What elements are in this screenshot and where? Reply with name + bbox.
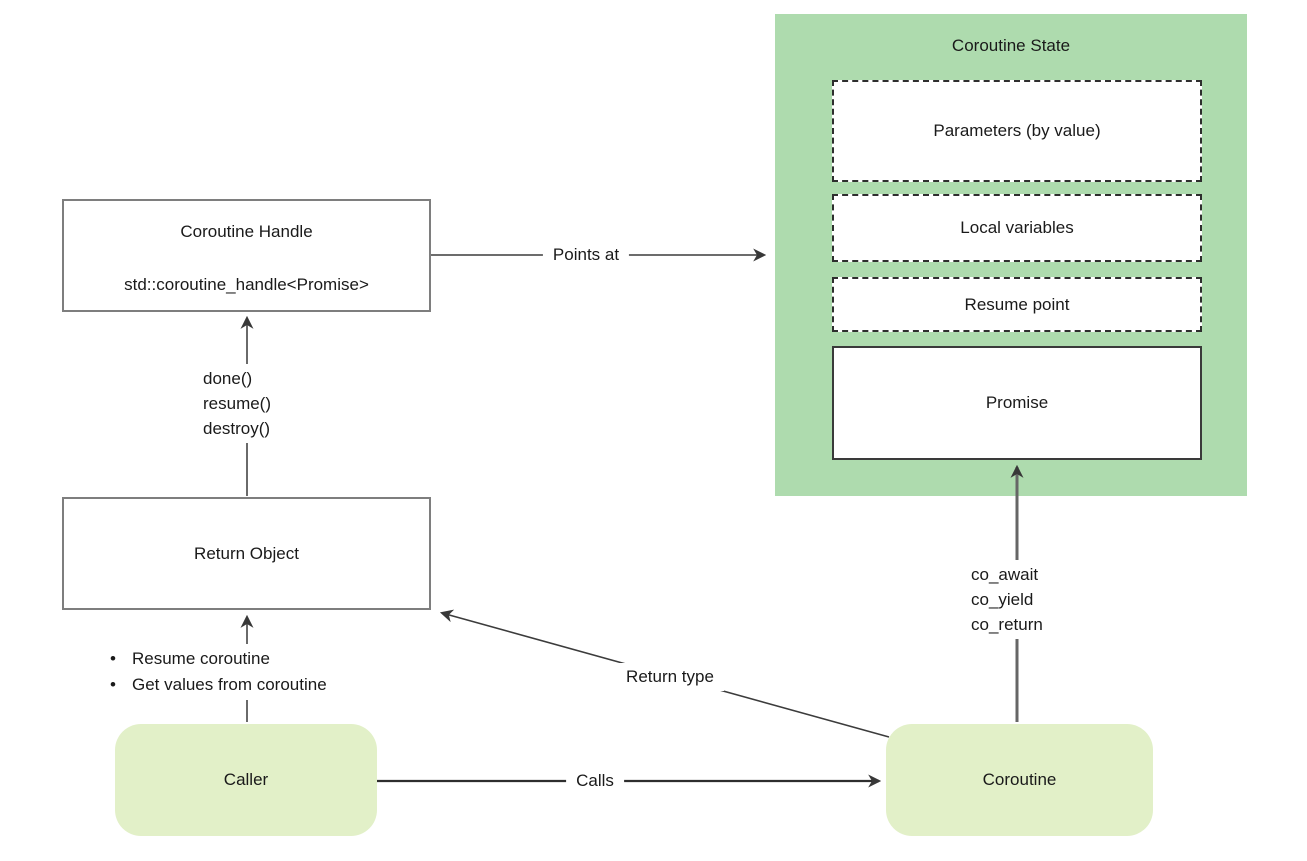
local-variables-label: Local variables xyxy=(960,218,1074,237)
resume-point-box: Resume point xyxy=(832,277,1202,332)
points-at-label: Points at xyxy=(542,241,630,269)
caller-action-get-values: Get values from coroutine xyxy=(132,675,327,694)
handle-methods-label: done() resume() destroy() xyxy=(201,364,280,443)
method-resume: resume() xyxy=(203,394,272,413)
caller-action-item: • Resume coroutine xyxy=(110,646,327,672)
coroutine-state-container: Coroutine State Parameters (by value) Lo… xyxy=(775,14,1247,496)
bullet-icon: • xyxy=(110,675,116,694)
coroutine-label: Coroutine xyxy=(982,770,1057,789)
keyword-co-return: co_return xyxy=(971,615,1043,634)
local-variables-box: Local variables xyxy=(832,194,1202,262)
return-object-label: Return Object xyxy=(194,543,299,563)
resume-point-label: Resume point xyxy=(964,294,1070,314)
promise-label: Promise xyxy=(985,393,1049,412)
parameters-box: Parameters (by value) xyxy=(832,80,1202,182)
coroutine-handle-box: Coroutine Handle std::coroutine_handle<P… xyxy=(62,199,431,312)
caller-action-item: • Get values from coroutine xyxy=(110,672,327,698)
return-type-label: Return type xyxy=(616,663,724,691)
method-done: done() xyxy=(203,369,253,388)
caller-action-resume: Resume coroutine xyxy=(132,649,270,668)
calls-label: Calls xyxy=(566,767,624,795)
keyword-co-yield: co_yield xyxy=(971,590,1034,609)
parameters-label: Parameters (by value) xyxy=(933,121,1101,140)
coroutine-keywords-label: co_await co_yield co_return xyxy=(969,560,1051,639)
coroutine-handle-title: Coroutine Handle xyxy=(180,222,313,241)
bullet-icon: • xyxy=(110,649,116,668)
coroutine-handle-type: std::coroutine_handle<Promise> xyxy=(124,275,369,294)
return-object-box: Return Object xyxy=(62,497,431,610)
caller-label: Caller xyxy=(223,770,269,789)
coroutine-state-title: Coroutine State xyxy=(951,36,1071,55)
method-destroy: destroy() xyxy=(203,419,271,438)
caller-actions-list: • Resume coroutine • Get values from corou… xyxy=(108,644,335,700)
coroutine-node: Coroutine xyxy=(886,724,1153,836)
keyword-co-await: co_await xyxy=(971,565,1039,584)
promise-box: Promise xyxy=(832,346,1202,460)
caller-node: Caller xyxy=(115,724,377,836)
